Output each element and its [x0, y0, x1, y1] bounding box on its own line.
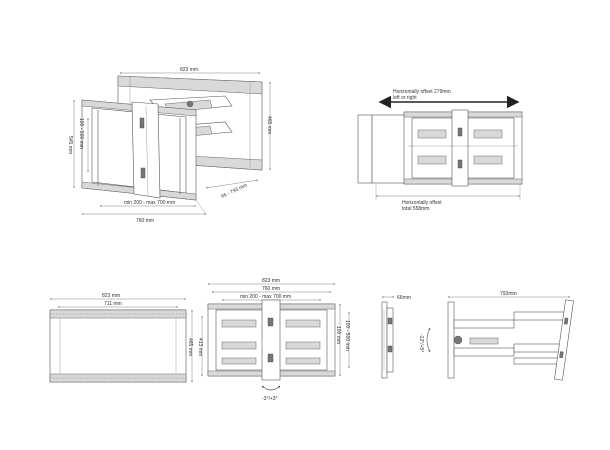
side-view-folded: 66mm [381, 295, 411, 379]
offset-top-label: Horizontally offset 279mm left or right [393, 89, 452, 101]
arm-width-label: 823 mm [262, 278, 280, 284]
isometric-view: 823 mm 465 mm [67, 67, 272, 224]
offset-bottom-label: Horizontally offset total 558mm [402, 200, 443, 212]
iso-vesa-h-label: 100 - 500 mm [78, 118, 84, 149]
arm-bracket [207, 299, 336, 381]
side-view-extended: 793mm -12°/+5° [418, 291, 574, 381]
iso-width-label: 823 mm [180, 67, 198, 73]
folded-depth-label: 66mm [397, 295, 411, 301]
tv-bracket-frame [81, 99, 197, 201]
front-height2-label: 413 mm [197, 338, 203, 356]
extended-depth-label: 793mm [500, 291, 517, 297]
wall-edge [357, 114, 373, 184]
iso-vesa-h-inner: 545 mm [67, 136, 73, 154]
horizontal-offset-view: Horizontally offset 279mm left or right … [357, 89, 523, 212]
front-width-label: 823 mm [102, 293, 120, 299]
front-wall-plate [49, 309, 187, 383]
front-height-label: 465 mm [187, 338, 193, 356]
front-inner-label: 711 mm [104, 301, 122, 307]
offset-bracket [403, 109, 523, 187]
iso-vesa-w-label: min 200 - max 700 mm [124, 200, 175, 206]
iso-plate-w-label: 760 mm [136, 218, 154, 224]
arm-height-label: 100 mm [335, 326, 341, 344]
front-view: 823 mm 711 mm 465 mm 413 mm [49, 293, 203, 383]
arm-plate-label: 760 mm [262, 286, 280, 292]
arm-front-view: 823 mm 760 mm min 200 - max 700 mm 100 m… [207, 278, 350, 402]
arm-tilt-label: -3°/+3° [262, 396, 278, 402]
arm-vesa-w-label: min 200 - max 700 mm [240, 294, 291, 300]
arm-vesa-h-label: 100 - 500 mm [344, 320, 350, 351]
extended-tilt-label: -12°/+5° [418, 334, 424, 352]
tilt-arc [261, 385, 281, 391]
iso-height-label: 465 mm [266, 116, 272, 134]
